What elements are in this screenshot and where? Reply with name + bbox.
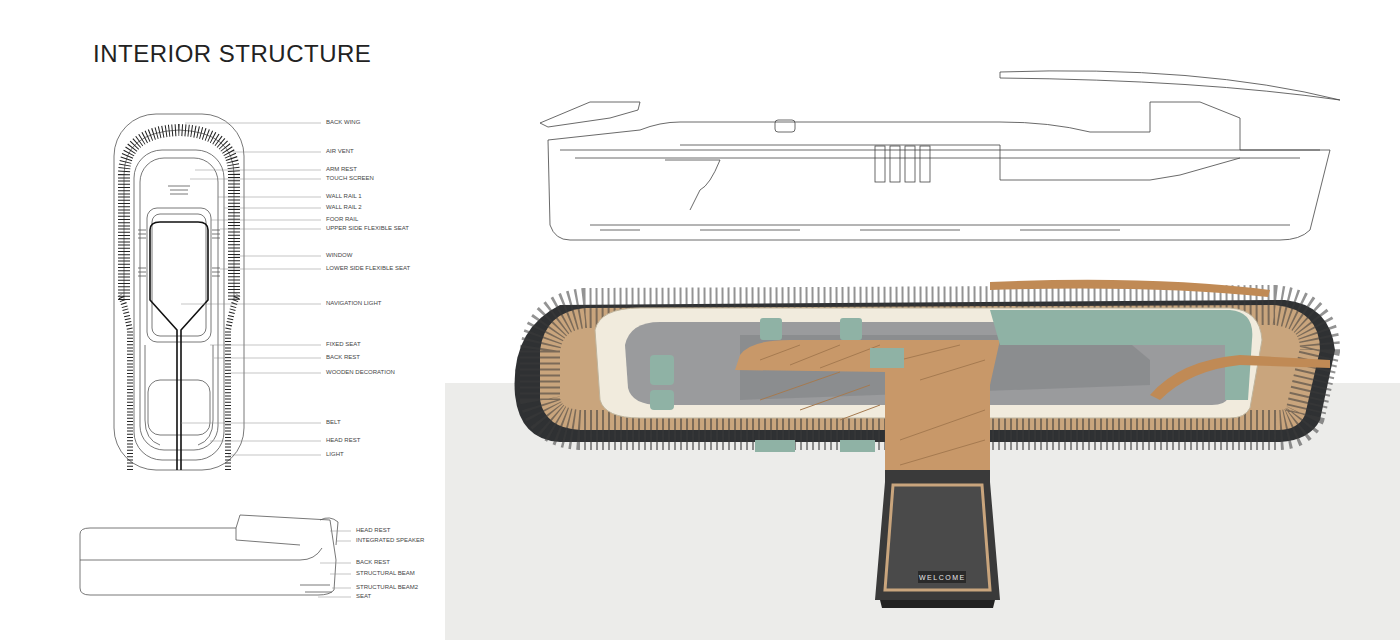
part-label: FOOR RAIL [326,216,358,223]
part-label: TOUCH SCREEN [326,175,374,182]
part-label: FIXED SEAT [326,341,361,348]
part-label: BACK REST [326,354,360,361]
part-label: WINDOW [326,252,352,259]
part-label: BACK WING [326,119,360,126]
part-label: BELT [326,419,341,426]
part-label: NAVIGATION LIGHT [326,300,381,307]
part-label: STRUCTURAL BEAM2 [356,584,418,591]
part-label: WOODEN DECORATION [326,369,395,376]
part-label: SEAT [356,593,371,600]
part-label: ARM REST [326,166,357,173]
part-label: HEAD REST [326,437,360,444]
page-title: INTERIOR STRUCTURE [93,40,371,68]
part-label: BACK REST [356,559,390,566]
welcome-sign: WELCOME [919,574,966,581]
part-label: HEAD REST [356,527,390,534]
part-label: WALL RAIL 1 [326,193,362,200]
part-label: AIR VENT [326,148,354,155]
part-label: LIGHT [326,451,344,458]
part-label: LOWER SIDE FLEXIBLE SEAT [326,265,410,272]
part-label: INTEGRATED SPEAKER [356,537,424,544]
part-label: WALL RAIL 2 [326,204,362,211]
part-label: STRUCTURAL BEAM [356,570,415,577]
part-label: UPPER SIDE FLEXIBLE SEAT [326,225,409,232]
